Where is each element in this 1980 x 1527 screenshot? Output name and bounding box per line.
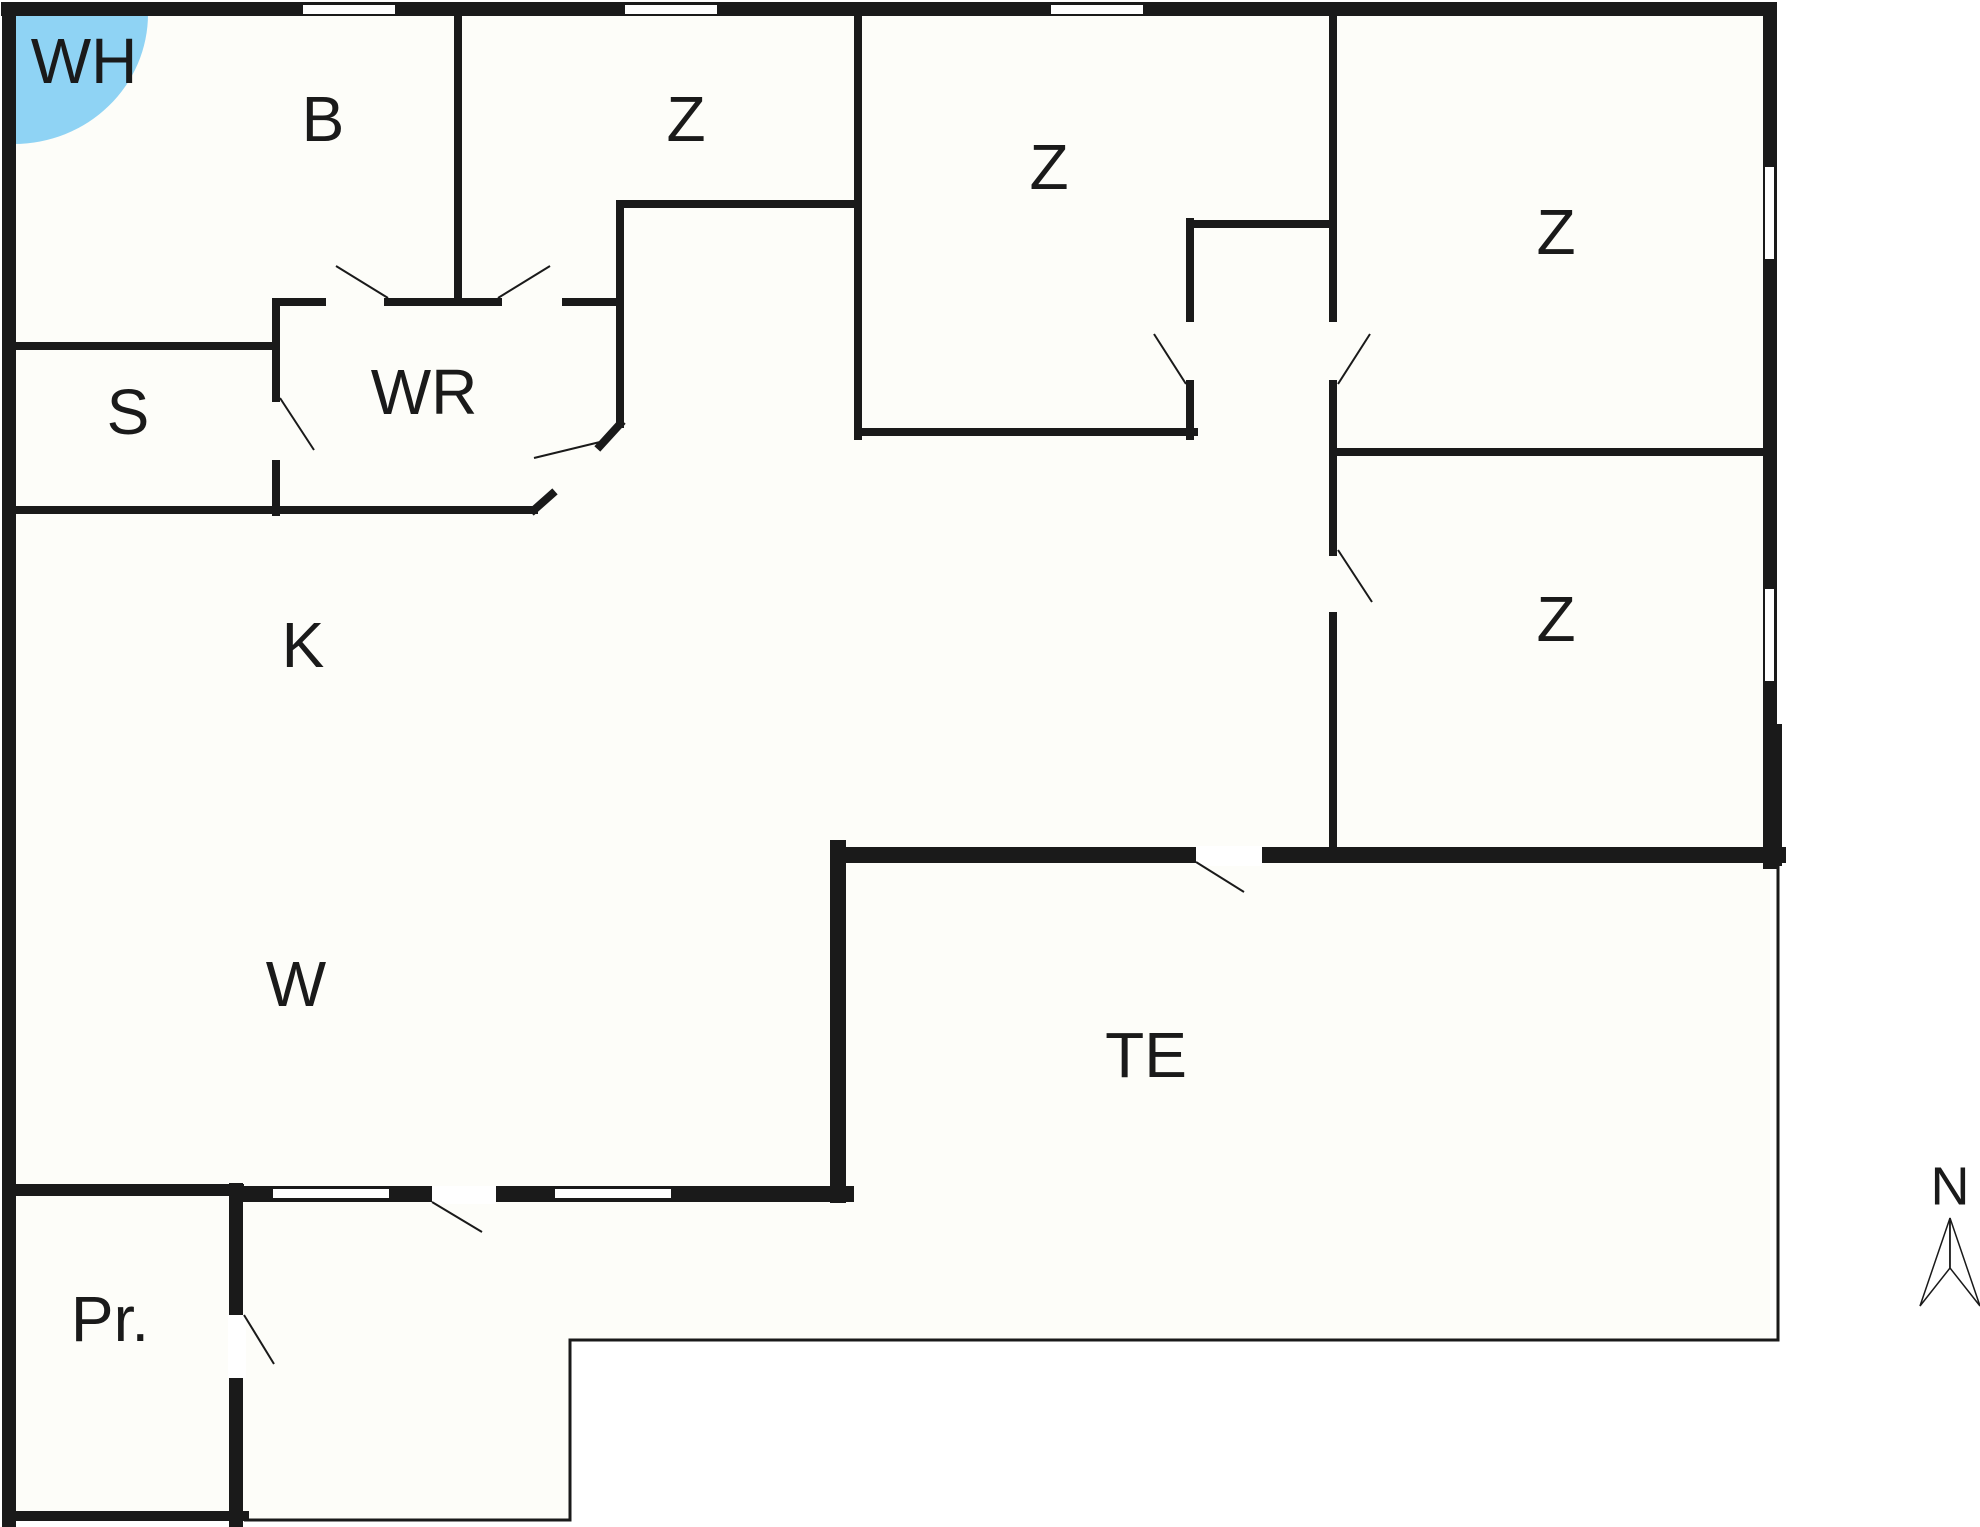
terrace-outline	[244, 862, 1780, 1522]
north-arrow-icon	[1919, 1217, 1980, 1307]
room-label-z4: Z	[1536, 583, 1575, 655]
door-z3-swing	[1337, 333, 1371, 385]
door-b-swing	[335, 265, 389, 299]
door-z2-swing	[1153, 333, 1187, 385]
door-wr-swing	[533, 441, 601, 459]
room-label-s: S	[107, 376, 150, 448]
door-pantry-opening	[228, 1315, 246, 1378]
door-front-swing	[431, 1201, 483, 1233]
door-s-swing	[279, 397, 315, 451]
floor-main	[14, 14, 1770, 1520]
room-label-te: TE	[1105, 1019, 1187, 1091]
window-b	[301, 3, 397, 16]
room-label-z3: Z	[1536, 196, 1575, 268]
window-living-right	[553, 1187, 673, 1200]
room-label-wh: WH	[31, 25, 138, 97]
room-label-wr: WR	[371, 356, 478, 428]
door-pantry-swing	[243, 1314, 275, 1365]
window-z2	[1049, 3, 1145, 16]
room-label-b: B	[302, 83, 345, 155]
door-z1-swing	[497, 265, 551, 299]
window-living-left	[271, 1187, 391, 1200]
window-z1	[623, 3, 719, 16]
doors	[228, 265, 1373, 1378]
terrace-boundary	[244, 862, 1780, 1522]
room-label-k: K	[282, 609, 325, 681]
compass: N	[1919, 1156, 1980, 1307]
compass-label: N	[1931, 1156, 1970, 1216]
wall-z1-step-diag	[594, 418, 626, 452]
room-label-z1: Z	[666, 83, 705, 155]
interior-walls	[10, 10, 1766, 852]
room-label-w: W	[266, 948, 327, 1020]
door-front-opening	[432, 1186, 496, 1204]
windows	[271, 3, 1776, 1200]
window-z4	[1763, 587, 1776, 683]
outer-walls	[1, 2, 1786, 1527]
room-label-pr: Pr.	[71, 1283, 149, 1355]
wall-wr-bottom-diag	[528, 488, 558, 516]
door-terrace-opening	[1196, 846, 1262, 866]
window-z3	[1763, 165, 1776, 261]
room-labels: WH B Z Z Z Z S WR K W TE Pr.	[31, 25, 1576, 1355]
door-z4-swing	[1337, 549, 1373, 603]
door-terrace-swing	[1195, 861, 1245, 893]
water-heater-icon	[14, 14, 148, 144]
floor-area	[14, 14, 1770, 1520]
room-label-z2: Z	[1029, 131, 1068, 203]
